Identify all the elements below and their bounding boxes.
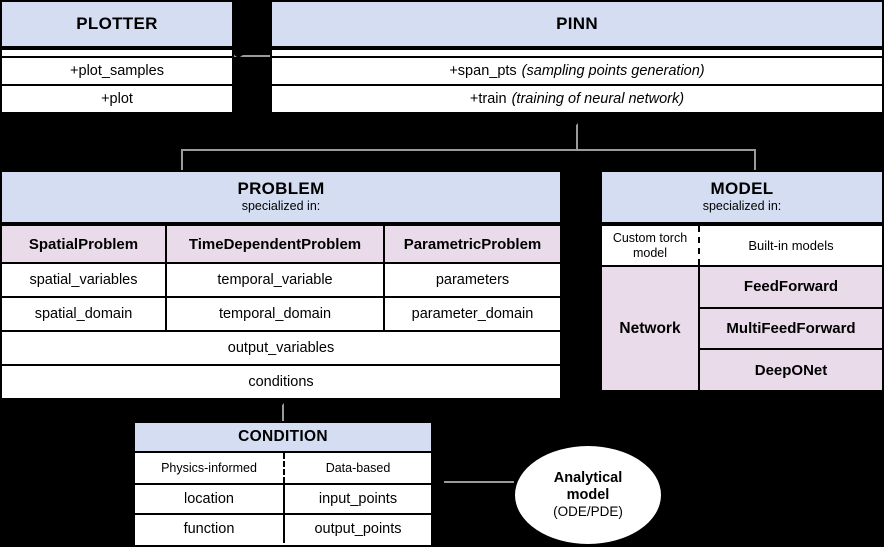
aggregation-diamond-pinn bbox=[572, 112, 581, 125]
problem-attr-1-1: temporal_domain bbox=[165, 298, 383, 330]
model-title: MODEL bbox=[710, 179, 774, 199]
connector-bus-to-model bbox=[754, 149, 756, 170]
model-right-item-2[interactable]: DeepONet bbox=[700, 348, 882, 391]
analytical-model-line-2: model bbox=[566, 487, 610, 504]
problem-subclass-row: SpatialProblem TimeDependentProblem Para… bbox=[2, 224, 560, 262]
model-right-item-0[interactable]: FeedForward bbox=[700, 267, 882, 307]
pinn-method-0-name: +span_pts bbox=[449, 63, 517, 79]
plotter-method-0[interactable]: +plot_samples bbox=[2, 56, 232, 84]
connector-plotter-pinn bbox=[234, 55, 270, 57]
class-box-pinn[interactable]: PINN +span_pts (sampling points generati… bbox=[270, 0, 884, 112]
aggregation-diamond-problem bbox=[278, 392, 287, 405]
problem-attr-1-2: parameter_domain bbox=[383, 298, 560, 330]
pinn-method-1[interactable]: +train (training of neural network) bbox=[272, 84, 882, 112]
problem-title: PROBLEM bbox=[237, 179, 325, 199]
problem-attr-0-1: temporal_variable bbox=[165, 264, 383, 296]
pinn-header: PINN bbox=[272, 2, 882, 48]
connector-analytical-condition bbox=[444, 481, 514, 483]
model-column-headers: Custom torch model Built-in models bbox=[602, 224, 882, 265]
analytical-model-line-1: Analytical bbox=[553, 469, 623, 486]
pinn-method-0-note: (sampling points generation) bbox=[521, 63, 705, 79]
plotter-header: PLOTTER bbox=[2, 2, 232, 48]
pinn-method-1-name: +train bbox=[469, 91, 507, 107]
aggregation-diamond-plotter bbox=[232, 49, 245, 58]
connector-bus bbox=[181, 149, 756, 151]
problem-attr-0-0: spatial_variables bbox=[29, 272, 138, 288]
plotter-attributes-compartment bbox=[2, 48, 232, 56]
condition-row-1: function output_points bbox=[135, 513, 431, 543]
problem-subclass-2[interactable]: ParametricProblem bbox=[383, 226, 560, 262]
condition-row-0: location input_points bbox=[135, 483, 431, 513]
problem-subclass-0[interactable]: SpatialProblem bbox=[2, 226, 165, 262]
condition-header: CONDITION bbox=[135, 423, 431, 453]
condition-col-header-0: Physics-informed bbox=[161, 461, 257, 475]
plotter-method-1[interactable]: +plot bbox=[2, 84, 232, 112]
condition-cell-1-1: output_points bbox=[283, 515, 431, 543]
pinn-title: PINN bbox=[556, 14, 598, 34]
class-box-plotter[interactable]: PLOTTER +plot_samples +plot bbox=[0, 0, 234, 112]
model-header: MODEL specialized in: bbox=[602, 172, 882, 224]
model-right-header: Built-in models bbox=[698, 226, 882, 265]
condition-column-headers: Physics-informed Data-based bbox=[135, 453, 431, 483]
problem-attribute-row-1: spatial_domain temporal_domain parameter… bbox=[2, 296, 560, 330]
analytical-model-ellipse[interactable]: Analytical model (ODE/PDE) bbox=[512, 443, 664, 547]
problem-header: PROBLEM specialized in: bbox=[2, 172, 560, 224]
plotter-title: PLOTTER bbox=[76, 14, 158, 34]
class-box-model[interactable]: MODEL specialized in: Custom torch model… bbox=[600, 170, 884, 392]
model-left-header: Custom torch model bbox=[612, 231, 688, 260]
connector-problem-condition bbox=[282, 398, 284, 421]
connector-bus-to-problem bbox=[181, 149, 183, 170]
problem-attr-0-2: parameters bbox=[383, 264, 560, 296]
model-subtitle: specialized in: bbox=[702, 199, 782, 214]
connector-pinn-trunk bbox=[576, 118, 578, 150]
model-right-item-1[interactable]: MultiFeedForward bbox=[700, 306, 882, 349]
pinn-attributes-compartment bbox=[272, 48, 882, 56]
problem-subtitle: specialized in: bbox=[241, 199, 321, 214]
analytical-model-line-3: (ODE/PDE) bbox=[553, 504, 623, 520]
condition-cell-1-0: function bbox=[183, 521, 235, 537]
pinn-method-0[interactable]: +span_pts (sampling points generation) bbox=[272, 56, 882, 84]
pinn-method-1-note: (training of neural network) bbox=[511, 91, 685, 107]
problem-attr-1-0: spatial_domain bbox=[34, 306, 133, 322]
problem-attribute-row-0: spatial_variables temporal_variable para… bbox=[2, 262, 560, 296]
condition-title: CONDITION bbox=[238, 427, 328, 445]
condition-col-header-1: Data-based bbox=[283, 453, 431, 483]
arrowhead-to-condition bbox=[434, 476, 444, 488]
class-box-problem[interactable]: PROBLEM specialized in: SpatialProblem T… bbox=[0, 170, 562, 398]
model-body: Network FeedForward MultiFeedForward Dee… bbox=[602, 265, 882, 391]
problem-shared-row-1: conditions bbox=[2, 364, 560, 398]
condition-cell-0-1: input_points bbox=[283, 485, 431, 513]
class-box-condition[interactable]: CONDITION Physics-informed Data-based lo… bbox=[133, 421, 433, 547]
model-right-list: FeedForward MultiFeedForward DeepONet bbox=[698, 267, 882, 391]
condition-cell-0-0: location bbox=[184, 491, 234, 507]
problem-shared-row-0: output_variables bbox=[2, 330, 560, 364]
model-left-item[interactable]: Network bbox=[602, 267, 698, 390]
problem-subclass-1[interactable]: TimeDependentProblem bbox=[165, 226, 383, 262]
